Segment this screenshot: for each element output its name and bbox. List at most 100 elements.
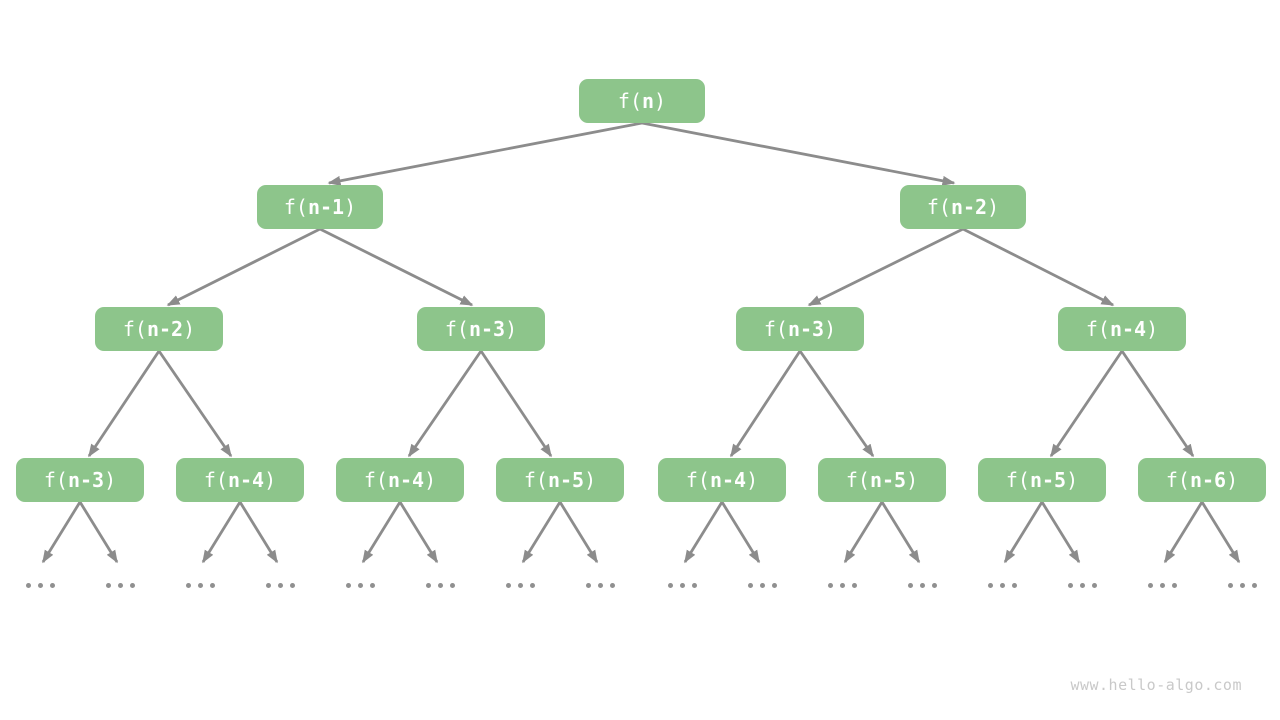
node-label-seg-prefix: f( xyxy=(283,195,308,219)
edge-arrow xyxy=(807,227,964,307)
dot-icon xyxy=(1160,583,1165,588)
tree-node: f(n-3) xyxy=(16,458,144,502)
node-label-seg-suffix: ) xyxy=(424,468,437,492)
edge-arrow xyxy=(558,501,599,564)
dot-icon xyxy=(210,583,215,588)
dot-icon xyxy=(1068,583,1073,588)
edge-arrow xyxy=(1040,501,1081,564)
dot-icon xyxy=(1148,583,1153,588)
dot-icon xyxy=(266,583,271,588)
node-label-seg-suffix: ) xyxy=(1146,317,1159,341)
dot-icon xyxy=(530,583,535,588)
edge-arrow xyxy=(521,501,562,564)
dot-icon xyxy=(438,583,443,588)
node-label-seg-suffix: ) xyxy=(746,468,759,492)
edge-arrow xyxy=(641,121,956,186)
node-label-seg-suffix: ) xyxy=(183,317,196,341)
edge-arrow xyxy=(1200,501,1241,564)
node-label-seg-suffix: ) xyxy=(654,89,667,113)
node-label-seg-bold: n-4 xyxy=(709,468,747,492)
ellipsis-dots xyxy=(186,583,215,588)
node-label-seg-prefix: f( xyxy=(43,468,68,492)
dot-icon xyxy=(278,583,283,588)
node-label-seg-bold: n-5 xyxy=(1029,468,1067,492)
dot-icon xyxy=(26,583,31,588)
dot-icon xyxy=(852,583,857,588)
edge-arrow xyxy=(962,227,1115,307)
node-label-seg-prefix: f( xyxy=(617,89,642,113)
watermark: www.hello-algo.com xyxy=(1070,676,1242,694)
edge-arrow xyxy=(327,121,643,186)
node-label-seg-bold: n-5 xyxy=(869,468,907,492)
edge-arrow xyxy=(798,350,875,458)
tree-node: f(n-5) xyxy=(818,458,946,502)
tree-node: f(n-3) xyxy=(736,307,864,351)
dot-icon xyxy=(518,583,523,588)
tree-node: f(n-5) xyxy=(496,458,624,502)
dot-icon xyxy=(1240,583,1245,588)
dot-icon xyxy=(130,583,135,588)
edge-arrow xyxy=(361,501,402,564)
node-label-seg-suffix: ) xyxy=(824,317,837,341)
edge-arrow xyxy=(78,501,119,564)
ellipsis-dots xyxy=(26,583,55,588)
tree-node: f(n-3) xyxy=(417,307,545,351)
dot-icon xyxy=(586,583,591,588)
node-label-seg-bold: n-5 xyxy=(547,468,585,492)
node-label-seg-prefix: f( xyxy=(363,468,388,492)
node-label-seg-bold: n-1 xyxy=(307,195,345,219)
dot-icon xyxy=(680,583,685,588)
node-label-seg-prefix: f( xyxy=(1165,468,1190,492)
node-label-seg-bold: n-4 xyxy=(1109,317,1147,341)
dot-icon xyxy=(828,583,833,588)
dot-icon xyxy=(840,583,845,588)
node-label-seg-suffix: ) xyxy=(264,468,277,492)
edge-arrow xyxy=(157,350,233,458)
tree-node: f(n-1) xyxy=(257,185,383,229)
dot-icon xyxy=(932,583,937,588)
dot-icon xyxy=(358,583,363,588)
node-label-seg-bold: n-2 xyxy=(146,317,184,341)
node-label-seg-suffix: ) xyxy=(505,317,518,341)
node-label-seg-bold: n-3 xyxy=(67,468,105,492)
node-label-seg-suffix: ) xyxy=(584,468,597,492)
dot-icon xyxy=(598,583,603,588)
node-label-seg-prefix: f( xyxy=(763,317,788,341)
dot-icon xyxy=(118,583,123,588)
node-label-seg-suffix: ) xyxy=(906,468,919,492)
ellipsis-dots xyxy=(346,583,375,588)
node-label-seg-prefix: f( xyxy=(685,468,710,492)
dot-icon xyxy=(346,583,351,588)
edge-arrow xyxy=(398,501,439,564)
ellipsis-dots xyxy=(1228,583,1257,588)
dot-icon xyxy=(50,583,55,588)
node-label-seg-bold: n-4 xyxy=(387,468,425,492)
dot-icon xyxy=(38,583,43,588)
dot-icon xyxy=(760,583,765,588)
node-label-seg-bold: n-2 xyxy=(950,195,988,219)
tree-node: f(n-2) xyxy=(900,185,1026,229)
edge-arrow xyxy=(479,350,553,458)
ellipsis-dots xyxy=(426,583,455,588)
tree-node: f(n-4) xyxy=(1058,307,1186,351)
ellipsis-dots xyxy=(106,583,135,588)
edge-arrow xyxy=(201,501,242,564)
dot-icon xyxy=(106,583,111,588)
ellipsis-dots xyxy=(1068,583,1097,588)
node-label-seg-prefix: f( xyxy=(1005,468,1030,492)
dot-icon xyxy=(1000,583,1005,588)
ellipsis-dots xyxy=(748,583,777,588)
edge-arrow xyxy=(87,350,161,458)
ellipsis-dots xyxy=(506,583,535,588)
dot-icon xyxy=(988,583,993,588)
dot-icon xyxy=(290,583,295,588)
node-label-seg-bold: n-4 xyxy=(227,468,265,492)
dot-icon xyxy=(692,583,697,588)
node-label-seg-suffix: ) xyxy=(1226,468,1239,492)
edge-arrow xyxy=(1163,501,1204,564)
edge-arrow xyxy=(319,227,474,307)
dot-icon xyxy=(1252,583,1257,588)
dot-icon xyxy=(668,583,673,588)
dot-icon xyxy=(198,583,203,588)
node-label-seg-bold: n-6 xyxy=(1189,468,1227,492)
